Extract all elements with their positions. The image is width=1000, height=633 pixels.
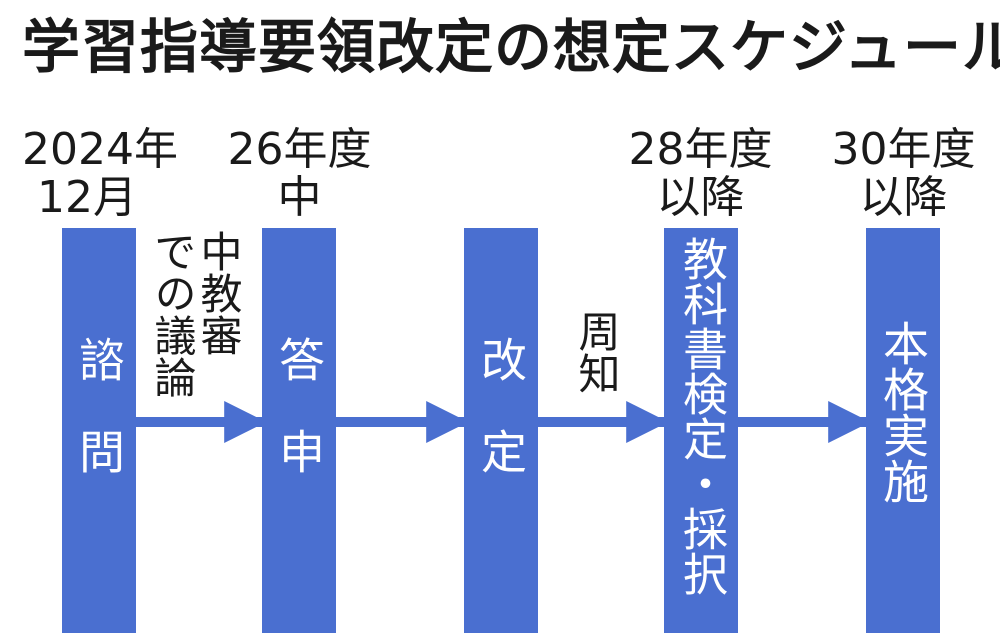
date-implementation-line2: 以降 bbox=[859, 172, 948, 223]
date-report-line2: 中 bbox=[277, 172, 322, 223]
bar-report-label: 答 申 bbox=[272, 336, 326, 474]
date-inquiry-line1: 2024年 bbox=[22, 124, 178, 175]
label-council-col2: での議論 bbox=[148, 230, 197, 398]
bar-inquiry-label: 諮 問 bbox=[72, 336, 126, 474]
date-report: 26年度 中 bbox=[222, 126, 377, 222]
date-inquiry: 2024年 12月 bbox=[22, 124, 178, 223]
date-report-line1: 26年度 bbox=[227, 124, 372, 175]
bar-textbook: 教科書検定・採択 bbox=[664, 228, 738, 633]
date-inquiry-line2: 12月 bbox=[37, 172, 137, 223]
bar-report: 答 申 bbox=[262, 228, 336, 633]
date-implementation: 30年度 以降 bbox=[826, 126, 981, 222]
date-implementation-line1: 30年度 bbox=[831, 124, 976, 175]
label-notice: 周知 bbox=[572, 310, 621, 394]
date-textbook: 28年度 以降 bbox=[623, 126, 778, 222]
bar-textbook-label: 教科書検定・採択 bbox=[675, 236, 728, 596]
page-title: 学習指導要領改定の想定スケジュール bbox=[22, 13, 1000, 81]
bar-implementation: 本格実施 bbox=[866, 228, 940, 633]
bar-revision-label: 改 定 bbox=[474, 336, 528, 474]
bar-implementation-label: 本格実施 bbox=[876, 320, 930, 504]
bar-revision: 改 定 bbox=[464, 228, 538, 633]
date-textbook-line2: 以降 bbox=[656, 172, 745, 223]
bar-inquiry: 諮 問 bbox=[62, 228, 136, 633]
label-council-col1: 中教審 bbox=[194, 230, 243, 356]
date-textbook-line1: 28年度 bbox=[628, 124, 773, 175]
